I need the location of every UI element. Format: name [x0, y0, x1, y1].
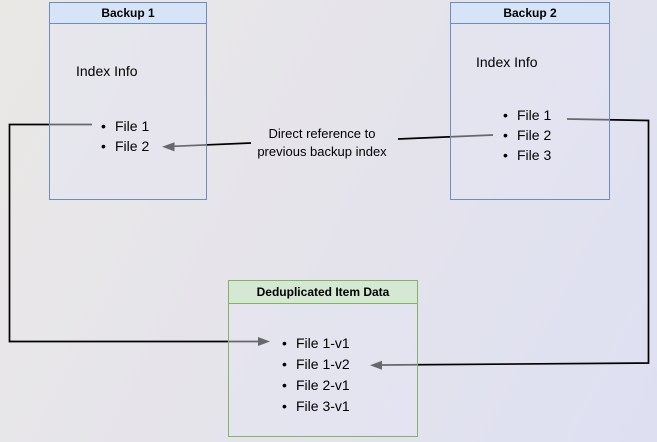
- arrow-backup2-to-backup1: [162, 134, 494, 152]
- backup1-index-info-label: Index Info: [76, 63, 138, 79]
- bullet-icon: •: [503, 107, 508, 123]
- file-label: File 1: [517, 107, 552, 123]
- backup2-title: Backup 2: [503, 6, 557, 20]
- file-label: File 1: [115, 118, 150, 134]
- backup2-box: Backup 2 Index Info • File 1 • File 2 • …: [450, 2, 610, 200]
- backup1-header: Backup 1: [50, 3, 206, 24]
- list-item: • File 2-v1: [282, 374, 350, 395]
- bullet-icon: •: [101, 118, 106, 134]
- file-label: File 1-v1: [296, 334, 350, 351]
- list-item: • File 2: [101, 136, 149, 156]
- dedup-box: Deduplicated Item Data • File 1-v1 • Fil…: [228, 280, 418, 437]
- arrow-backup1-to-dedup: [8, 123, 270, 346]
- direct-reference-label: Direct reference to previous backup inde…: [240, 125, 404, 161]
- direct-reference-label-line1: Direct reference to: [268, 126, 376, 141]
- list-item: • File 1-v2: [282, 353, 350, 374]
- list-item: • File 1-v1: [282, 332, 350, 353]
- file-label: File 3: [517, 147, 552, 163]
- list-item: • File 1: [503, 105, 551, 125]
- backup2-file-list: • File 1 • File 2 • File 3: [503, 105, 551, 165]
- backup2-index-info-label: Index Info: [476, 54, 538, 70]
- list-item: • File 3-v1: [282, 395, 350, 416]
- backup1-box: Backup 1 Index Info • File 1 • File 2: [49, 2, 207, 200]
- backup1-title: Backup 1: [101, 6, 155, 20]
- arrowhead-left-icon: [370, 360, 382, 370]
- file-label: File 2: [115, 138, 150, 154]
- bullet-icon: •: [503, 147, 508, 163]
- bullet-icon: •: [101, 138, 106, 154]
- file-label: File 2: [517, 127, 552, 143]
- file-label: File 3-v1: [296, 397, 350, 414]
- direct-reference-label-line2: previous backup index: [257, 144, 387, 159]
- backup2-header: Backup 2: [451, 3, 609, 24]
- bullet-icon: •: [282, 355, 287, 372]
- bullet-icon: •: [282, 376, 287, 393]
- list-item: • File 2: [503, 125, 551, 145]
- dedup-file-list: • File 1-v1 • File 1-v2 • File 2-v1 • Fi…: [282, 332, 350, 416]
- bullet-icon: •: [282, 334, 287, 351]
- list-item: • File 1: [101, 116, 149, 136]
- arrowhead-left-icon: [162, 142, 175, 152]
- bullet-icon: •: [503, 127, 508, 143]
- dedup-header: Deduplicated Item Data: [229, 281, 417, 304]
- backup1-file-list: • File 1 • File 2: [101, 116, 149, 156]
- arrowhead-right-icon: [258, 337, 270, 346]
- list-item: • File 3: [503, 145, 551, 165]
- dedup-title: Deduplicated Item Data: [256, 285, 390, 299]
- file-label: File 1-v2: [296, 355, 350, 372]
- arrow-backup2-to-dedup: [370, 118, 650, 370]
- file-label: File 2-v1: [296, 376, 350, 393]
- bullet-icon: •: [282, 397, 287, 414]
